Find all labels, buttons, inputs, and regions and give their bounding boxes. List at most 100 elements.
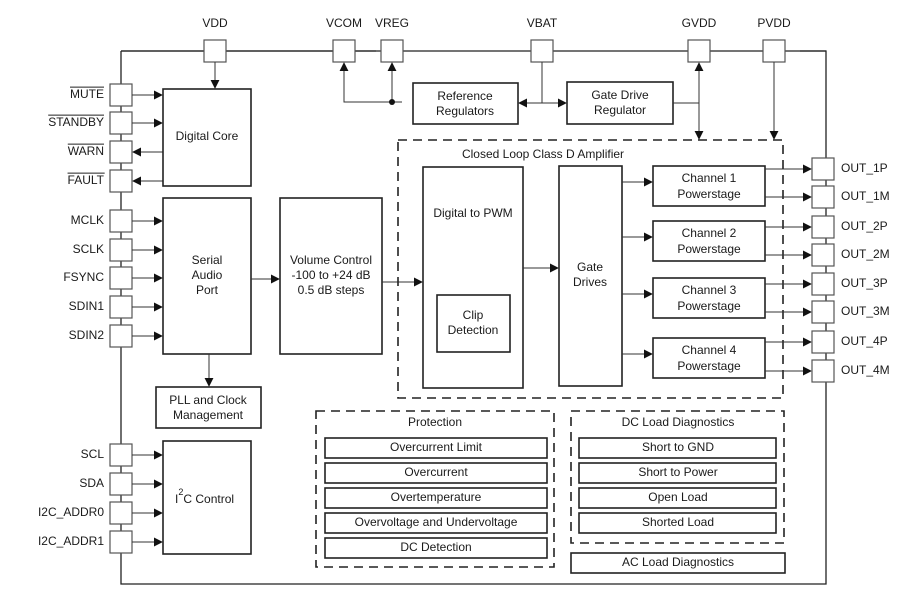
block-label: 0.5 dB steps	[298, 283, 365, 297]
pin-label: OUT_3M	[841, 304, 890, 318]
block-label: Channel 2	[682, 226, 737, 240]
pin-out-1m: OUT_1M	[811, 185, 890, 209]
protection-region	[315, 410, 555, 568]
dc-diagnostic-item: Short to Power	[578, 462, 777, 484]
block-label: Port	[196, 283, 219, 297]
pin-label: SDA	[79, 476, 104, 490]
pin-label: OUT_2M	[841, 247, 890, 261]
pin-label: OUT_3P	[841, 276, 888, 290]
volume-control-block: Volume Control -100 to +24 dB 0.5 dB ste…	[279, 197, 383, 355]
reference-regulators-block: Reference Regulators	[412, 82, 519, 125]
item-label: Short to GND	[642, 440, 714, 454]
block-label: Audio	[192, 268, 223, 282]
pin-out-3m: OUT_3M	[811, 300, 890, 324]
vcom-wire	[339, 62, 402, 103]
pin-i2c-addr0: I2C_ADDR0	[38, 501, 163, 525]
pin-label: GVDD	[682, 16, 717, 30]
pin-gvdd: GVDD	[682, 16, 717, 63]
pin-warn: WARN	[67, 140, 163, 164]
item-label: Overvoltage and Undervoltage	[355, 515, 518, 529]
dc-diagnostic-item: Shorted Load	[578, 512, 777, 534]
digital-to-pwm-block: Digital to PWM	[422, 166, 524, 389]
dc-diagnostic-item: Open Load	[578, 487, 777, 509]
item-label: Open Load	[648, 490, 707, 504]
pin-fault: FAULT	[67, 169, 163, 193]
closed-loop-amplifier-region	[397, 139, 784, 399]
protection-item: Overcurrent Limit	[324, 437, 548, 459]
block-label: AC Load Diagnostics	[622, 555, 734, 569]
pin-out-4m: OUT_4M	[811, 359, 890, 383]
pin-label: MUTE	[70, 87, 104, 101]
pin-out-1p: OUT_1P	[811, 157, 888, 181]
block-label: Management	[173, 408, 244, 422]
pin-label: SCLK	[73, 242, 104, 256]
pin-label: SCL	[81, 447, 105, 461]
pin-label: OUT_2P	[841, 219, 888, 233]
protection-items: Overcurrent LimitOvercurrentOvertemperat…	[324, 437, 548, 559]
block-label: Detection	[448, 323, 499, 337]
ac-load-diagnostics-block: AC Load Diagnostics	[570, 552, 786, 574]
block-label: -100 to +24 dB	[291, 268, 370, 282]
right-pins: OUT_1P OUT_1M OUT_2P OUT_2M OUT_3P OUT_3M OUT_…	[811, 157, 890, 383]
pin-label: VDD	[202, 16, 228, 30]
pin-sdin1: SDIN1	[69, 295, 163, 319]
block-label: Digital to PWM	[433, 206, 512, 220]
pin-mclk: MCLK	[71, 209, 163, 233]
pll-clock-management-block: PLL and Clock Management	[155, 386, 262, 429]
item-label: DC Detection	[400, 540, 471, 554]
item-label: Shorted Load	[642, 515, 714, 529]
pin-vdd: VDD	[202, 16, 228, 63]
pin-vbat: VBAT	[527, 16, 558, 63]
pin-pvdd: PVDD	[757, 16, 791, 63]
pin-out-2m: OUT_2M	[811, 243, 890, 267]
pin-label: OUT_1P	[841, 161, 888, 175]
pin-out-4p: OUT_4P	[811, 330, 888, 354]
block-label: Digital Core	[176, 129, 239, 143]
pin-scl: SCL	[81, 443, 163, 467]
dc-load-diagnostics-region	[570, 410, 785, 544]
pin-label: PVDD	[757, 16, 791, 30]
i2c-control-block: I2C Control	[162, 440, 252, 555]
protection-title: Protection	[408, 415, 462, 429]
pin-label: WARN	[68, 144, 104, 158]
block-label: Drives	[573, 275, 607, 289]
block-label: Channel 1	[682, 171, 737, 185]
pin-label: FAULT	[68, 173, 105, 187]
pin-label: SDIN2	[69, 328, 105, 342]
item-label: Overcurrent	[404, 465, 468, 479]
item-label: Short to Power	[638, 465, 717, 479]
protection-item: Overtemperature	[324, 487, 548, 509]
block-label: Gate	[577, 260, 603, 274]
dc-load-diagnostics-title: DC Load Diagnostics	[622, 415, 735, 429]
block-label: Powerstage	[677, 299, 741, 313]
top-pins: VDD VCOM VREG VBAT GVDD PVDD	[202, 16, 791, 63]
pin-sdin2: SDIN2	[69, 324, 163, 348]
pin-sclk: SCLK	[73, 238, 163, 262]
pin-vcom: VCOM	[326, 16, 362, 63]
pin-vreg: VREG	[375, 16, 409, 63]
block-label: Reference	[437, 89, 493, 103]
serial-audio-port-block: Serial Audio Port	[162, 197, 252, 355]
pin-label: OUT_4P	[841, 334, 888, 348]
pin-label: MCLK	[71, 213, 104, 227]
pin-label: VCOM	[326, 16, 362, 30]
pin-out-2p: OUT_2P	[811, 215, 888, 239]
block-label: Volume Control	[290, 253, 372, 267]
pin-standby: STANDBY	[48, 111, 163, 135]
pin-sda: SDA	[79, 472, 163, 496]
item-label: Overcurrent Limit	[390, 440, 483, 454]
protection-item: Overcurrent	[324, 462, 548, 484]
item-label: Overtemperature	[391, 490, 482, 504]
block-label: Channel 3	[682, 283, 737, 297]
pin-label: SDIN1	[69, 299, 105, 313]
block-label: Channel 4	[682, 343, 737, 357]
pin-label: I2C_ADDR1	[38, 534, 104, 548]
pin-label: VBAT	[527, 16, 558, 30]
block-label: Clip	[463, 308, 484, 322]
block-label: I2C Control	[175, 487, 234, 506]
